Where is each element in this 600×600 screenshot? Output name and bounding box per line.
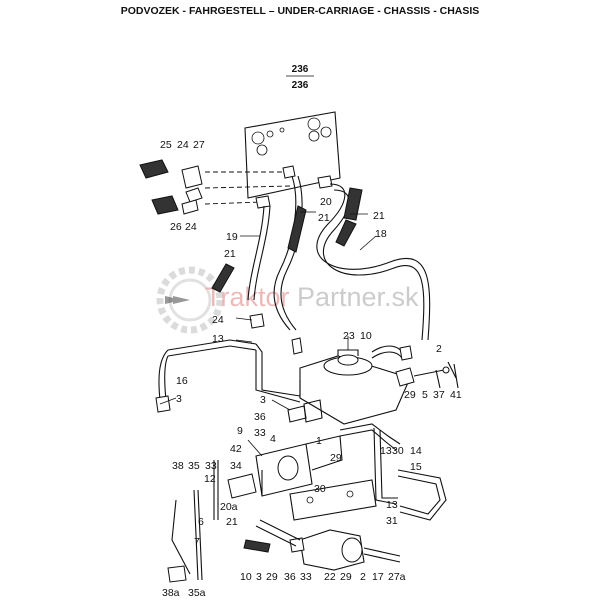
callout-29b: 29	[330, 452, 342, 464]
callout-21a: 21	[318, 212, 330, 224]
callout-3a: 3	[176, 393, 182, 405]
svg-text:236: 236	[292, 64, 309, 75]
bracket-plate	[289, 479, 377, 521]
callout-24b: 24	[185, 221, 197, 233]
callout-31: 31	[386, 515, 398, 527]
protective-spirals	[211, 187, 363, 553]
plate-fittings	[255, 165, 333, 209]
pipes-14-15	[339, 423, 447, 521]
callout-33a: 33	[254, 427, 266, 439]
hydraulic-hoses	[247, 175, 431, 341]
coupler-dashed-guides	[204, 171, 291, 205]
callout-5: 5	[422, 389, 428, 401]
callout-27a: 27a	[388, 571, 406, 583]
svg-text:236: 236	[292, 80, 309, 91]
callout-21c: 21	[224, 248, 236, 260]
tank-return-hose	[371, 345, 457, 387]
callouts: 25 24 27 26 24 20 21 21 19 18 21 24 13 1…	[160, 139, 462, 599]
callout-13b: 13	[380, 445, 392, 457]
callout-27: 27	[193, 139, 205, 151]
callout-29d: 29	[340, 571, 352, 583]
callout-30a: 30	[392, 445, 404, 457]
watermark-brand-grey: Partner.sk	[297, 282, 419, 312]
callout-10a: 10	[360, 330, 372, 342]
callout-21d: 21	[226, 516, 238, 528]
callout-2b: 2	[360, 571, 366, 583]
callout-36a: 36	[254, 411, 266, 423]
pipe-13	[255, 343, 301, 403]
callout-10b: 10	[240, 571, 252, 583]
callout-35: 35	[188, 460, 200, 472]
callout-20: 20	[320, 196, 332, 208]
callout-33b: 33	[205, 460, 217, 472]
callout-12: 12	[204, 473, 216, 485]
callout-7: 7	[194, 536, 200, 548]
diagram-title: PODVOZEK - FAHRGESTELL – UNDER-CARRIAGE …	[121, 5, 480, 17]
watermark-arrows-icon	[165, 296, 190, 304]
callout-2a: 2	[436, 343, 442, 355]
valve-block	[255, 399, 343, 497]
bolt-set-37-41	[435, 363, 459, 389]
callout-23: 23	[343, 330, 355, 342]
callout-33c: 33	[300, 571, 312, 583]
callout-37: 37	[433, 389, 445, 401]
quick-coupler-upper	[139, 159, 203, 203]
callout-29a: 29	[404, 389, 416, 401]
figure-reference: 236 236	[286, 64, 314, 91]
callout-29c: 29	[266, 571, 278, 583]
callout-17: 17	[372, 571, 384, 583]
callout-38: 38	[172, 460, 184, 472]
callout-36b: 36	[284, 571, 296, 583]
control-rods	[167, 460, 257, 583]
callout-6: 6	[198, 516, 204, 528]
callout-24c: 24	[212, 314, 224, 326]
callout-25: 25	[160, 139, 172, 151]
callout-4: 4	[270, 433, 276, 445]
lower-pump	[255, 519, 401, 571]
callout-38a: 38a	[162, 587, 180, 599]
oil-tank	[299, 349, 411, 425]
callout-13c: 13	[386, 499, 398, 511]
mounting-plate	[244, 111, 341, 199]
callout-21b: 21	[373, 210, 385, 222]
callout-18: 18	[375, 228, 387, 240]
callout-14: 14	[410, 445, 422, 457]
callout-41: 41	[450, 389, 462, 401]
quick-coupler-lower	[151, 195, 199, 215]
callout-42: 42	[230, 443, 242, 455]
callout-19: 19	[226, 231, 238, 243]
callout-35a: 35a	[188, 587, 206, 599]
callout-3c: 3	[256, 571, 262, 583]
callout-13: 13	[212, 333, 224, 345]
leader-lines	[159, 211, 377, 457]
callout-1: 1	[316, 435, 322, 447]
callout-16: 16	[176, 375, 188, 387]
callout-22: 22	[324, 571, 336, 583]
fitting-24	[249, 313, 303, 355]
callout-26: 26	[170, 221, 182, 233]
callout-3b: 3	[260, 394, 266, 406]
callout-20a: 20a	[220, 501, 238, 513]
callout-9: 9	[237, 425, 243, 437]
callout-34: 34	[230, 460, 242, 472]
callout-24: 24	[177, 139, 189, 151]
callout-30b: 30	[314, 483, 326, 495]
left-pipe-16	[155, 339, 257, 413]
callout-15: 15	[410, 461, 422, 473]
